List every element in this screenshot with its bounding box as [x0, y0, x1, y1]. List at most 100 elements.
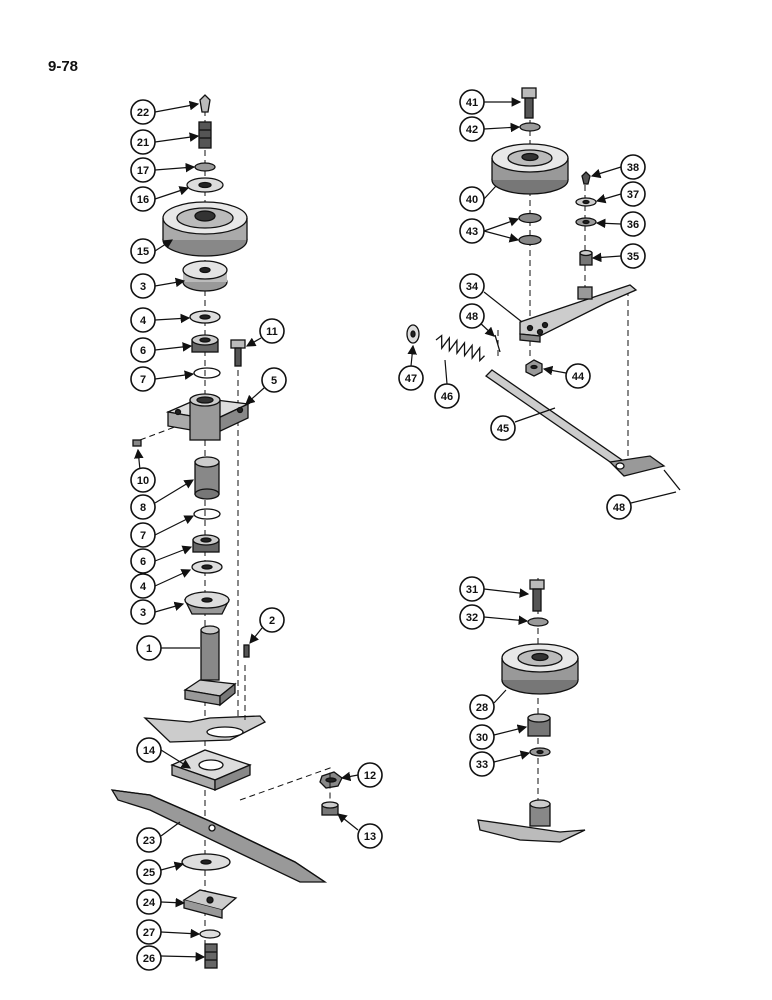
- svg-text:17: 17: [137, 165, 149, 177]
- nut-12: [319, 771, 343, 789]
- blade-retainer-24: [182, 889, 238, 919]
- callout-7-lower: 7: [130, 522, 156, 548]
- svg-text:5: 5: [271, 375, 277, 387]
- svg-text:23: 23: [143, 835, 155, 847]
- callout-10: 10: [130, 467, 156, 493]
- stud-21: [198, 121, 212, 149]
- callout-16: 16: [130, 186, 156, 212]
- callout-46: 46: [434, 383, 460, 409]
- svg-text:3: 3: [140, 607, 146, 619]
- dashed-guides-blade: [239, 665, 331, 801]
- svg-text:48: 48: [466, 311, 478, 323]
- spindle-1: [183, 625, 237, 707]
- svg-text:32: 32: [466, 612, 478, 624]
- callout-13: 13: [357, 823, 383, 849]
- callout-30: 30: [469, 724, 495, 750]
- svg-text:15: 15: [137, 246, 149, 258]
- idler-arm-34: [519, 284, 638, 343]
- washer-16: [186, 177, 224, 193]
- bearing-6-upper: [191, 334, 219, 353]
- svg-text:7: 7: [140, 374, 146, 386]
- nut-44: [525, 359, 543, 377]
- page-number: 9-78: [48, 58, 79, 75]
- callout-4-lower: 4: [130, 573, 156, 599]
- svg-text:36: 36: [627, 219, 639, 231]
- svg-text:4: 4: [140, 315, 147, 327]
- svg-text:46: 46: [441, 391, 453, 403]
- svg-text:38: 38: [627, 162, 639, 174]
- svg-text:22: 22: [137, 107, 149, 119]
- spacer-tube-8: [194, 456, 220, 500]
- callout-48-upper: 48: [459, 303, 485, 329]
- callout-28: 28: [469, 694, 495, 720]
- callout-3-upper: 3: [130, 273, 156, 299]
- callout-24: 24: [136, 889, 162, 915]
- svg-text:2: 2: [269, 615, 275, 627]
- spacer-3-upper: [182, 260, 228, 292]
- callout-8: 8: [130, 494, 156, 520]
- callout-42: 42: [459, 116, 485, 142]
- nut-13: [321, 801, 339, 816]
- svg-text:31: 31: [466, 584, 478, 596]
- lock-washer-17: [194, 162, 216, 172]
- pulley-15: [162, 201, 248, 257]
- washer-4-lower: [191, 560, 223, 574]
- callout-11: 11: [259, 318, 285, 344]
- bolt-26: [204, 943, 218, 969]
- blade-23: [110, 789, 328, 883]
- callout-34: 34: [459, 273, 485, 299]
- svg-text:27: 27: [143, 927, 155, 939]
- bearing-6-lower: [192, 534, 220, 553]
- svg-text:40: 40: [466, 194, 478, 206]
- washer-32: [527, 617, 549, 627]
- pulley-28: [501, 643, 579, 695]
- svg-text:14: 14: [143, 745, 156, 757]
- washer-36: [575, 217, 597, 227]
- callout-4-upper: 4: [130, 307, 156, 333]
- callout-40: 40: [459, 186, 485, 212]
- svg-text:24: 24: [143, 897, 156, 909]
- snap-ring-7-lower: [193, 508, 221, 520]
- callout-37: 37: [620, 181, 646, 207]
- washer-42: [519, 122, 541, 132]
- callout-6-lower: 6: [130, 548, 156, 574]
- washer-25: [181, 853, 231, 871]
- bearings-43: [518, 212, 542, 246]
- callout-48-lower: 48: [606, 494, 632, 520]
- svg-text:1: 1: [146, 643, 152, 655]
- callout-25: 25: [136, 859, 162, 885]
- svg-text:11: 11: [266, 326, 278, 338]
- callout-36: 36: [620, 211, 646, 237]
- svg-text:37: 37: [627, 189, 639, 201]
- callout-23: 23: [136, 827, 162, 853]
- bolt-31: [529, 579, 545, 612]
- lock-washer-27: [199, 929, 221, 939]
- bolt-22: [199, 94, 211, 113]
- callout-7-upper: 7: [130, 366, 156, 392]
- svg-text:26: 26: [143, 953, 155, 965]
- svg-text:25: 25: [143, 867, 155, 879]
- callout-47: 47: [398, 365, 424, 391]
- cup-3-lower: [183, 591, 231, 615]
- callout-35: 35: [620, 243, 646, 269]
- housing-5: [165, 393, 251, 441]
- deck-stud-right: [477, 799, 586, 843]
- leader-lines: [134, 97, 677, 962]
- svg-text:12: 12: [364, 770, 376, 782]
- idler-pulley-40: [491, 143, 569, 195]
- callout-3-lower: 3: [130, 599, 156, 625]
- svg-text:4: 4: [140, 581, 147, 593]
- spring-46: [435, 334, 485, 363]
- svg-text:21: 21: [137, 137, 149, 149]
- svg-text:3: 3: [140, 281, 146, 293]
- bolt-11: [230, 339, 246, 367]
- cotter-pin-48-lower: [663, 469, 681, 491]
- grease-fitting-38: [581, 171, 591, 185]
- washer-4-upper: [189, 310, 221, 324]
- adapter-plate-14: [170, 749, 252, 791]
- svg-text:41: 41: [466, 97, 478, 109]
- cotter-pin-48-upper: [494, 334, 501, 353]
- svg-text:7: 7: [140, 530, 146, 542]
- snap-ring-7-upper: [193, 367, 221, 379]
